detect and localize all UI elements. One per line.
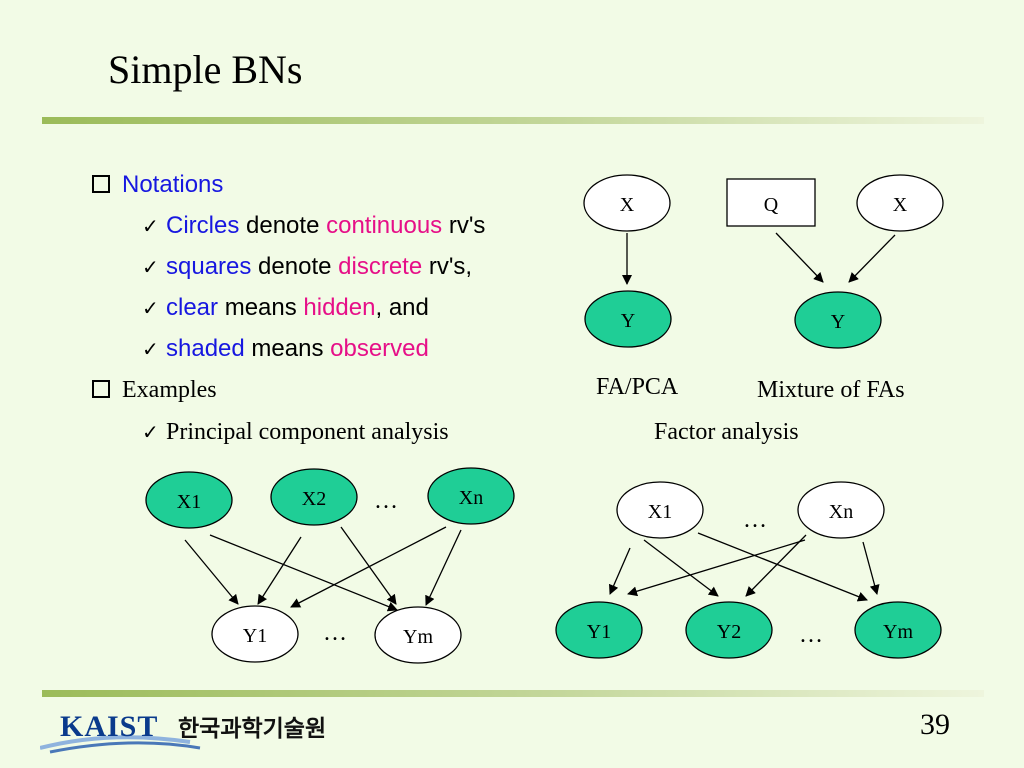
term: discrete — [338, 253, 423, 280]
term: shaded — [166, 335, 245, 362]
checkmark-icon: ✓ — [142, 298, 159, 320]
text: rv's, — [422, 253, 473, 280]
node-xn-observed — [427, 467, 515, 525]
node-x-hidden — [856, 174, 944, 232]
sub-bullet-squares: ✓ squares denote discrete rv's, — [142, 252, 472, 283]
node-y-observed — [584, 290, 672, 348]
logo-text-ko: 한국과학기술원 — [178, 716, 326, 741]
node-label: Y — [621, 310, 635, 332]
node-label: Ym — [403, 626, 433, 648]
bullet-text: Principal component analysis — [166, 419, 449, 445]
sub-bullet-pca: ✓ Principal component analysis — [142, 417, 449, 448]
edge-xn-y1 — [290, 526, 447, 608]
ellipsis: … — [374, 488, 398, 514]
node-label: Y2 — [717, 621, 741, 643]
square-bullet-icon — [92, 175, 110, 193]
caption-mixture-of-fas: Mixture of FAs — [757, 377, 905, 403]
edge-q-y — [775, 232, 824, 283]
edge-x1-ym — [209, 534, 398, 612]
ellipsis: … — [743, 507, 767, 533]
checkmark-icon: ✓ — [142, 422, 159, 444]
text: , and — [375, 294, 429, 321]
edges — [184, 232, 896, 612]
term: Circles — [166, 212, 240, 239]
footer-divider — [42, 690, 984, 697]
text: denote — [239, 212, 327, 239]
term: squares — [166, 253, 252, 280]
edge-x1-ym — [697, 532, 868, 602]
sub-bullet-circles: ✓ Circles denote continuous rv's — [142, 211, 485, 242]
checkmark-icon: ✓ — [142, 257, 159, 279]
logo-text-en: KAIST — [60, 710, 158, 743]
bullet-notations: Notations — [92, 170, 223, 200]
node-x1-hidden — [616, 481, 704, 539]
node-label: Y1 — [243, 625, 267, 647]
node-label: Xn — [829, 501, 853, 523]
node-y-observed — [794, 291, 882, 349]
node-label: Y — [831, 311, 845, 333]
edge-x1-y1 — [609, 547, 631, 595]
term: hidden — [303, 294, 376, 321]
checkmark-icon: ✓ — [142, 216, 159, 238]
caption-factor-analysis: Factor analysis — [654, 419, 799, 445]
text: rv's — [442, 212, 486, 239]
node-y1-observed — [555, 601, 643, 659]
ellipsis: … — [323, 620, 347, 646]
edge-x2-ym — [340, 526, 397, 605]
node-x2-observed — [270, 468, 358, 526]
title-divider — [42, 117, 984, 124]
square-bullet-icon — [92, 380, 110, 398]
text: means — [244, 335, 331, 362]
checkmark-icon: ✓ — [142, 339, 159, 361]
node-xn-hidden — [797, 481, 885, 539]
term: clear — [166, 294, 219, 321]
page-number: 39 — [920, 708, 950, 741]
edge-x1-y2 — [643, 539, 719, 597]
node-label: Q — [764, 194, 779, 216]
edge-xn-y1 — [627, 539, 806, 597]
node-x1-observed — [145, 471, 233, 529]
node-y1-hidden — [211, 605, 299, 663]
node-label: X2 — [302, 488, 326, 510]
bullet-text: Examples — [122, 377, 217, 403]
term: observed — [330, 335, 429, 362]
node-label: Ym — [883, 621, 913, 643]
node-label: X — [893, 194, 908, 216]
edge-xn-ym — [425, 529, 462, 606]
node-label: Y1 — [587, 621, 611, 643]
term: continuous — [326, 212, 443, 239]
node-y2-observed — [685, 601, 773, 659]
bullet-text: Notations — [122, 171, 224, 198]
text: means — [218, 294, 304, 321]
kaist-logo: KAIST 한국과학기술원 — [39, 702, 400, 759]
node-q-discrete — [726, 178, 816, 227]
node-ym-hidden — [374, 606, 462, 664]
slide-title: Simple BNs — [108, 47, 303, 92]
sub-bullet-clear: ✓ clear means hidden, and — [142, 293, 429, 324]
node-label: Xn — [459, 487, 483, 509]
edge-xn-ym — [862, 541, 880, 595]
node-x-hidden — [583, 174, 671, 232]
kaist-logo-graphic: KAIST 한국과학기술원 — [39, 710, 326, 754]
edge-x-y — [848, 234, 896, 283]
node-label: X1 — [648, 501, 672, 523]
caption-fa-pca: FA/PCA — [596, 374, 679, 400]
edge-xn-y2 — [745, 534, 807, 597]
text: denote — [251, 253, 339, 280]
node-label: X1 — [177, 491, 201, 513]
bullet-examples: Examples — [92, 375, 217, 405]
edge-x2-y1 — [257, 536, 302, 605]
node-ym-observed — [854, 601, 942, 659]
sub-bullet-shaded: ✓ shaded means observed — [142, 334, 429, 365]
node-label: X — [620, 194, 635, 216]
edge-x1-y1 — [184, 539, 239, 605]
ellipsis: … — [799, 622, 823, 648]
